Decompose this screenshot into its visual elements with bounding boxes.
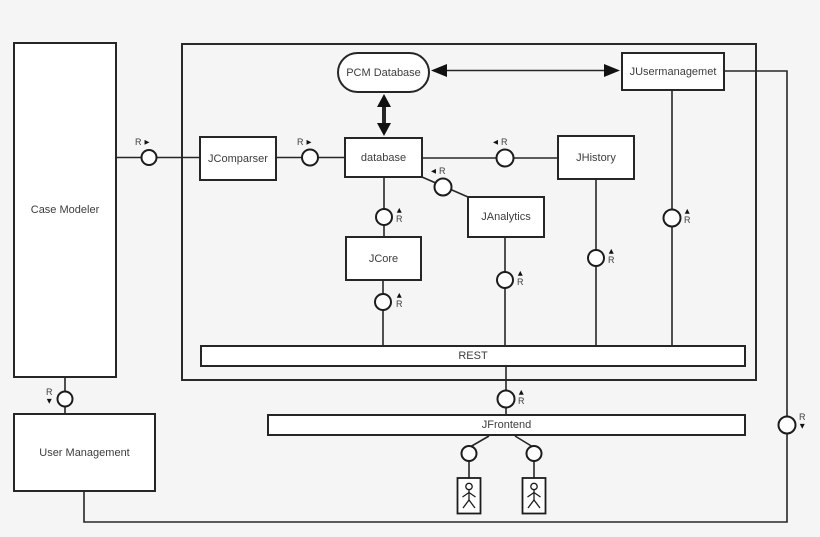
node-jcomparser: JComparser xyxy=(199,136,277,181)
triangle-down-icon: ▼ xyxy=(46,397,52,405)
interface-label-up-r: ▲R xyxy=(518,389,525,406)
node-label: JUsermanagemet xyxy=(629,65,717,78)
interface-label-up-r: ▲R xyxy=(684,208,691,225)
triangle-down-icon: ▼ xyxy=(799,422,805,430)
node-label: PCM Database xyxy=(346,66,421,79)
node-label: JFrontend xyxy=(481,419,532,431)
interface-label-up-r: ▲R xyxy=(608,248,615,265)
node-label: REST xyxy=(458,350,488,362)
port-actor1 xyxy=(460,445,478,462)
connector-usermanagement-jusermanagement xyxy=(83,70,788,523)
node-label: JCore xyxy=(368,252,399,265)
interface-r: R xyxy=(517,277,524,287)
port-actor2 xyxy=(525,445,543,462)
triangle-right-icon: ▶ xyxy=(306,138,312,146)
node-janalytics: JAnalytics xyxy=(467,196,545,238)
interface-label-up-r: ▲R xyxy=(517,270,524,287)
lollipop-jcomparser-database xyxy=(301,148,319,167)
node-jusermanagement: JUsermanagemet xyxy=(621,52,725,91)
interface-r: R xyxy=(396,299,403,309)
triangle-up-icon: ▲ xyxy=(518,388,524,396)
interface-r: R xyxy=(135,137,142,147)
interface-r: R xyxy=(518,396,525,406)
actor2-head xyxy=(530,482,538,491)
node-label: Case Modeler xyxy=(30,204,100,216)
lollipop-casemodeler-usermanagement xyxy=(56,390,74,408)
lollipop-jusermanagement-usermanagement xyxy=(777,415,797,435)
interface-label-left-r: ◀R xyxy=(431,167,446,176)
node-jcore: JCore xyxy=(345,236,422,281)
interface-r: R xyxy=(46,387,53,397)
interface-label-r-down: R▼ xyxy=(799,413,806,430)
node-label: JAnalytics xyxy=(481,211,531,223)
interface-label-r-down: R▼ xyxy=(46,388,53,405)
lollipop-rest-jfrontend xyxy=(496,389,516,409)
actor1-arms xyxy=(462,491,476,498)
arrowhead-up-icon xyxy=(377,94,391,107)
lollipop-jusermanagement-rest xyxy=(662,208,682,228)
interface-label-left-r: ◀R xyxy=(493,138,508,147)
interface-r: R xyxy=(396,214,403,224)
node-label: User Management xyxy=(39,446,130,459)
connector-jfrontend-actor2 xyxy=(514,435,534,448)
actor1-icon xyxy=(456,477,482,515)
system-boundary-frame xyxy=(181,43,757,381)
interface-label-up-r: ▲R xyxy=(396,207,403,224)
actor2-arms xyxy=(527,491,541,498)
arrowhead-right-icon xyxy=(604,64,620,77)
arrowhead-down-icon xyxy=(377,123,391,136)
node-rest-bar: REST xyxy=(200,345,746,367)
lollipop-database-jcore xyxy=(375,208,393,226)
triangle-up-icon: ▲ xyxy=(608,247,614,255)
node-pcm-database: PCM Database xyxy=(337,52,430,93)
interface-r: R xyxy=(501,137,508,147)
triangle-up-icon: ▲ xyxy=(396,291,402,299)
node-jhistory: JHistory xyxy=(557,135,635,180)
actor2-icon xyxy=(521,477,547,515)
connector-jfrontend-actor1 xyxy=(469,435,490,448)
node-user-management: User Management xyxy=(13,413,156,492)
lollipop-jcore-rest xyxy=(374,293,392,311)
node-case-modeler: Case Modeler xyxy=(13,42,117,378)
interface-r: R xyxy=(684,215,691,225)
node-label: JHistory xyxy=(576,151,616,164)
actor2-legs xyxy=(527,498,541,509)
actor1-head xyxy=(465,482,473,491)
actor1-legs xyxy=(462,498,476,509)
interface-r: R xyxy=(799,412,806,422)
lollipop-janalytics-rest xyxy=(496,271,514,289)
interface-r: R xyxy=(297,137,304,147)
interface-label-r-right: R▶ xyxy=(135,138,150,147)
interface-r: R xyxy=(608,255,615,265)
node-label: JComparser xyxy=(208,152,268,165)
triangle-up-icon: ▲ xyxy=(517,269,523,277)
lollipop-database-janalytics xyxy=(433,177,453,197)
interface-label-r-right: R▶ xyxy=(297,138,312,147)
triangle-right-icon: ▶ xyxy=(144,138,150,146)
triangle-left-icon: ◀ xyxy=(431,167,436,175)
triangle-up-icon: ▲ xyxy=(684,207,690,215)
node-database: database xyxy=(344,137,423,178)
interface-label-up-r: ▲R xyxy=(396,292,403,309)
interface-r: R xyxy=(439,166,446,176)
arrowhead-left-icon xyxy=(431,64,447,77)
lollipop-jhistory-rest xyxy=(587,249,605,267)
lollipop-database-jhistory xyxy=(495,148,515,168)
node-label: database xyxy=(360,151,407,164)
node-jfrontend-bar: JFrontend xyxy=(267,414,746,436)
triangle-left-icon: ◀ xyxy=(493,138,498,146)
lollipop-casemodeler-jcomparser xyxy=(140,149,158,166)
triangle-up-icon: ▲ xyxy=(396,206,402,214)
